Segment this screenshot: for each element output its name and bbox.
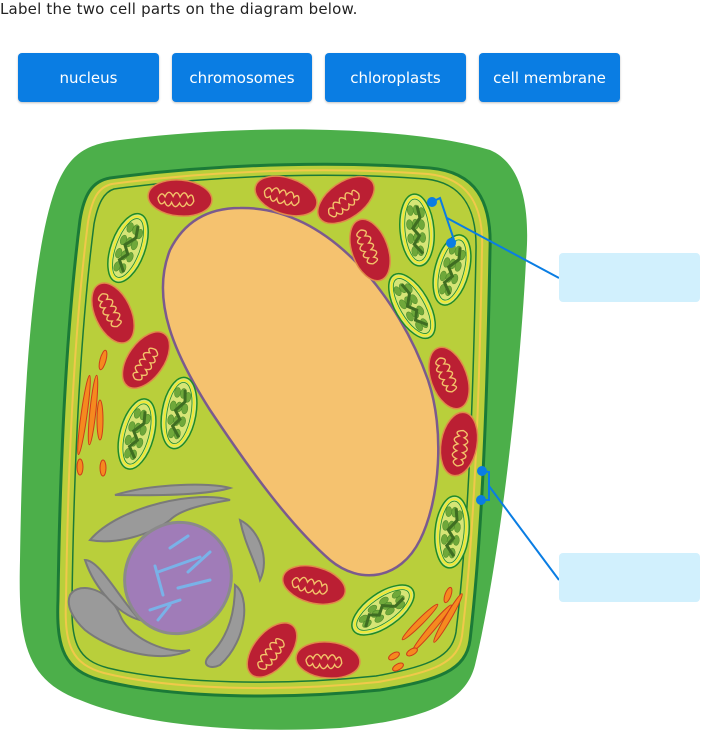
target-point-membrane-1 — [477, 466, 487, 476]
drop-zone-cell-membrane[interactable] — [559, 553, 700, 602]
drop-zone-chloroplasts[interactable] — [559, 253, 700, 302]
answer-tile-chromosomes[interactable]: chromosomes — [172, 53, 312, 102]
question-prompt: Label the two cell parts on the diagram … — [0, 0, 358, 18]
answer-tile-cell-membrane[interactable]: cell membrane — [479, 53, 620, 102]
answer-tile-nucleus[interactable]: nucleus — [18, 53, 159, 102]
vacuole — [161, 206, 440, 577]
nucleus — [123, 520, 233, 636]
endoplasmic-reticulum — [67, 483, 265, 668]
answer-tile-chloroplasts[interactable]: chloroplasts — [325, 53, 466, 102]
target-point-chloroplast-2 — [446, 238, 456, 248]
target-point-membrane-2 — [476, 495, 486, 505]
target-point-chloroplast-1 — [427, 197, 437, 207]
